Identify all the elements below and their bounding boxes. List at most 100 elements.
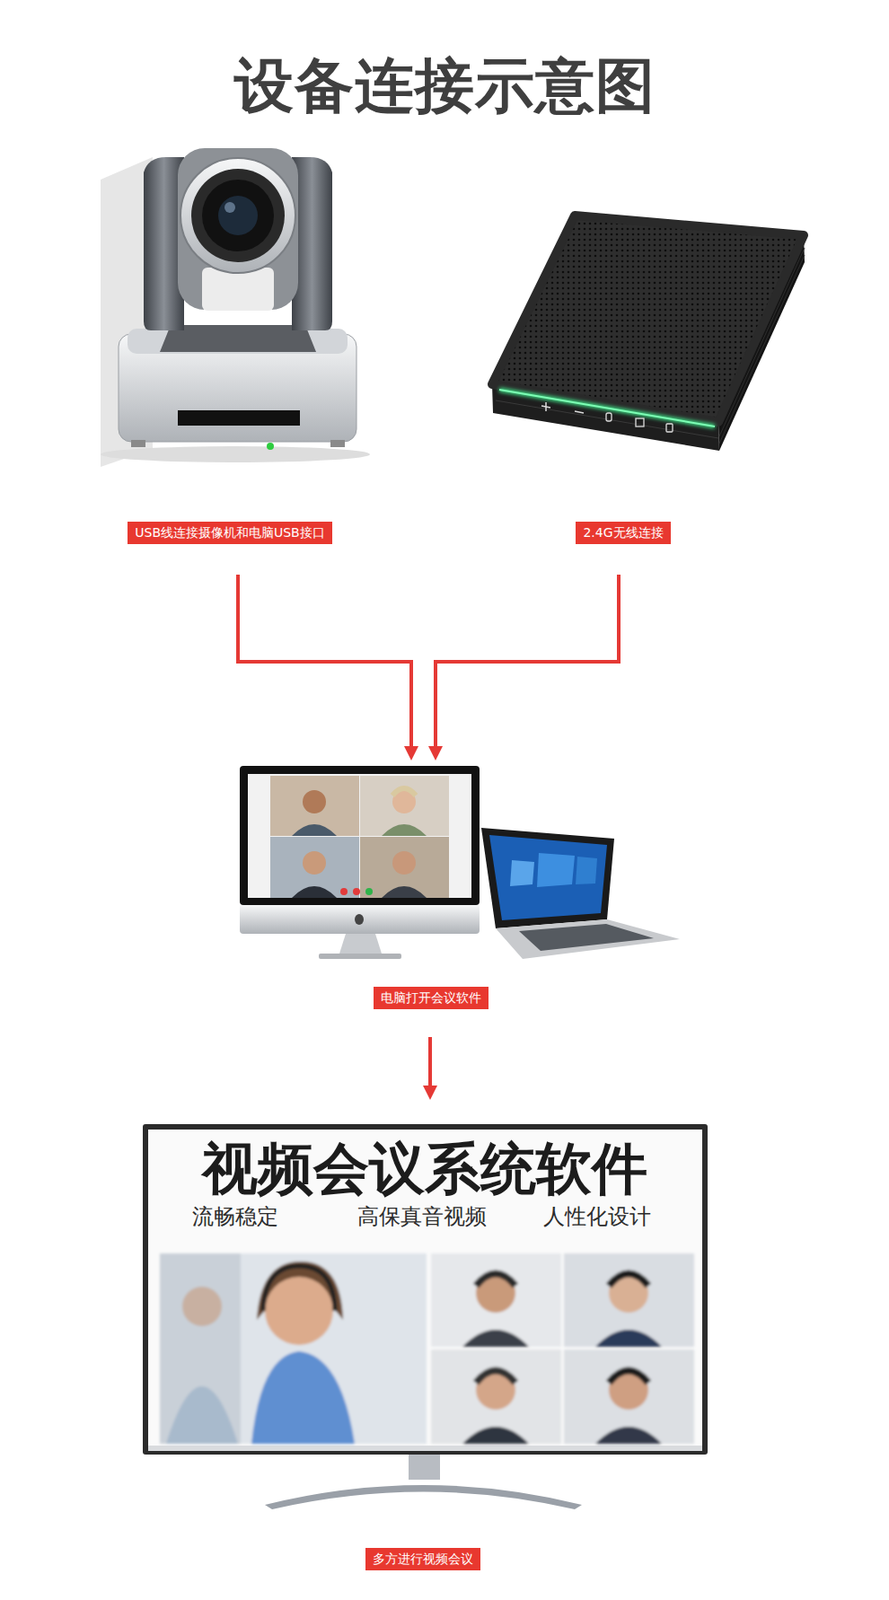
television-part <box>608 1370 649 1410</box>
speakerphone-part <box>574 411 584 414</box>
television-part <box>475 1371 516 1384</box>
diagram-title: 设备连接示意图 <box>0 53 889 120</box>
television <box>142 1124 708 1510</box>
desktop-computer-part <box>392 851 416 875</box>
screen-feature: 流畅稳定 <box>192 1204 279 1231</box>
laptop-computer-part <box>481 827 615 929</box>
television-part <box>475 1274 516 1287</box>
speakerphone-part <box>499 389 715 427</box>
speakerphone-part <box>606 413 612 422</box>
desktop-computer-part <box>239 765 480 906</box>
television-part <box>148 1445 703 1452</box>
television-part <box>475 1370 516 1410</box>
speakerphone-part <box>635 418 644 427</box>
desktop-computer-part <box>247 774 472 898</box>
screen-feature: 人性化设计 <box>543 1204 652 1231</box>
television-part <box>182 1286 222 1327</box>
desktop-computer-part <box>392 788 416 796</box>
ptz-camera-part <box>202 267 274 311</box>
desktop-computer-part <box>270 775 360 837</box>
desktop-computer-part <box>360 836 449 898</box>
connector-arrow <box>435 574 619 754</box>
desktop-computer-part <box>381 824 427 837</box>
desktop-computer-part <box>270 836 360 898</box>
connection-tag: 2.4G无线连接 <box>575 521 670 545</box>
ptz-camera-part <box>330 440 345 448</box>
computer-node: 电脑打开会议软件 <box>235 760 685 1038</box>
video-call-photo <box>159 1253 695 1444</box>
television-part <box>251 1351 355 1444</box>
ptz-camera-part <box>100 446 370 463</box>
speakerphone <box>492 215 805 451</box>
television-part <box>462 1426 529 1444</box>
desktop-computer-part <box>354 914 364 925</box>
laptop-computer-part <box>519 924 654 951</box>
television-part <box>264 1276 334 1346</box>
ptz-camera-part <box>180 158 296 273</box>
ptz-camera-part <box>224 202 236 213</box>
desktop-computer-part <box>381 886 427 898</box>
desktop-computer-part <box>318 953 402 960</box>
ptz-camera-part <box>202 179 274 252</box>
tv-node: 视频会议系统软件流畅稳定高保真音视频人性化设计多方进行视频会议 <box>134 1100 728 1576</box>
desktop-computer-part <box>365 888 373 896</box>
desktop-computer-part <box>339 933 382 954</box>
television-part <box>166 1386 238 1444</box>
screen-heading: 视频会议系统软件 <box>202 1138 648 1200</box>
television-part <box>462 1329 529 1347</box>
television-part <box>608 1274 649 1287</box>
desktop-computer-part <box>302 790 326 814</box>
desktop-computer-part <box>302 851 326 875</box>
desktop-computer-part <box>291 824 337 837</box>
desktop-computer-part <box>239 905 480 934</box>
television-part <box>608 1273 649 1313</box>
laptop-computer-part <box>510 860 535 887</box>
television-part <box>263 1266 335 1312</box>
television-part <box>408 1454 441 1480</box>
television-part <box>264 1485 582 1510</box>
desktop-computer-part <box>352 888 361 896</box>
television-part <box>608 1371 649 1384</box>
desktop-computer-part <box>360 775 449 837</box>
screen-feature: 高保真音视频 <box>357 1204 487 1231</box>
television-part <box>159 1253 427 1444</box>
laptop-computer-part <box>495 919 680 960</box>
speakerphone-part <box>492 215 804 423</box>
television-part <box>431 1253 562 1347</box>
television-part <box>595 1329 662 1347</box>
speakerphone-part <box>666 423 673 432</box>
desktop-computer-part <box>291 886 337 898</box>
ptz-camera-part <box>177 410 300 426</box>
ptz-camera-part <box>218 195 258 236</box>
connector-arrow <box>237 574 412 754</box>
television-part <box>475 1273 516 1313</box>
television-part <box>431 1349 562 1444</box>
television-part <box>563 1253 695 1347</box>
ptz-camera-part <box>191 168 285 263</box>
camera-node: USB线连接摄像机和电脑USB接口 <box>98 134 378 575</box>
laptop-computer <box>481 827 680 960</box>
television-part <box>142 1124 708 1455</box>
laptop-computer-part <box>489 835 608 921</box>
laptop-computer-part <box>575 856 598 885</box>
speakerphone-node: 2.4G无线连接 <box>475 134 836 575</box>
ptz-camera-part <box>131 440 146 448</box>
connection-tag: USB线连接摄像机和电脑USB接口 <box>127 521 332 545</box>
desktop-computer-part <box>340 888 348 896</box>
speakerphone-part <box>499 389 715 427</box>
speakerphone-part <box>541 402 551 412</box>
television-part <box>159 1253 241 1444</box>
connector-arrow <box>428 1037 432 1093</box>
step-tag: 电脑打开会议软件 <box>373 986 489 1010</box>
television-part <box>595 1426 662 1444</box>
television-part <box>563 1349 695 1444</box>
desktop-computer <box>239 765 480 960</box>
ptz-camera <box>100 148 370 467</box>
ptz-camera-part <box>177 148 299 310</box>
ptz-camera-part <box>266 442 274 450</box>
television-part <box>148 1129 703 1446</box>
laptop-computer-part <box>536 853 575 888</box>
